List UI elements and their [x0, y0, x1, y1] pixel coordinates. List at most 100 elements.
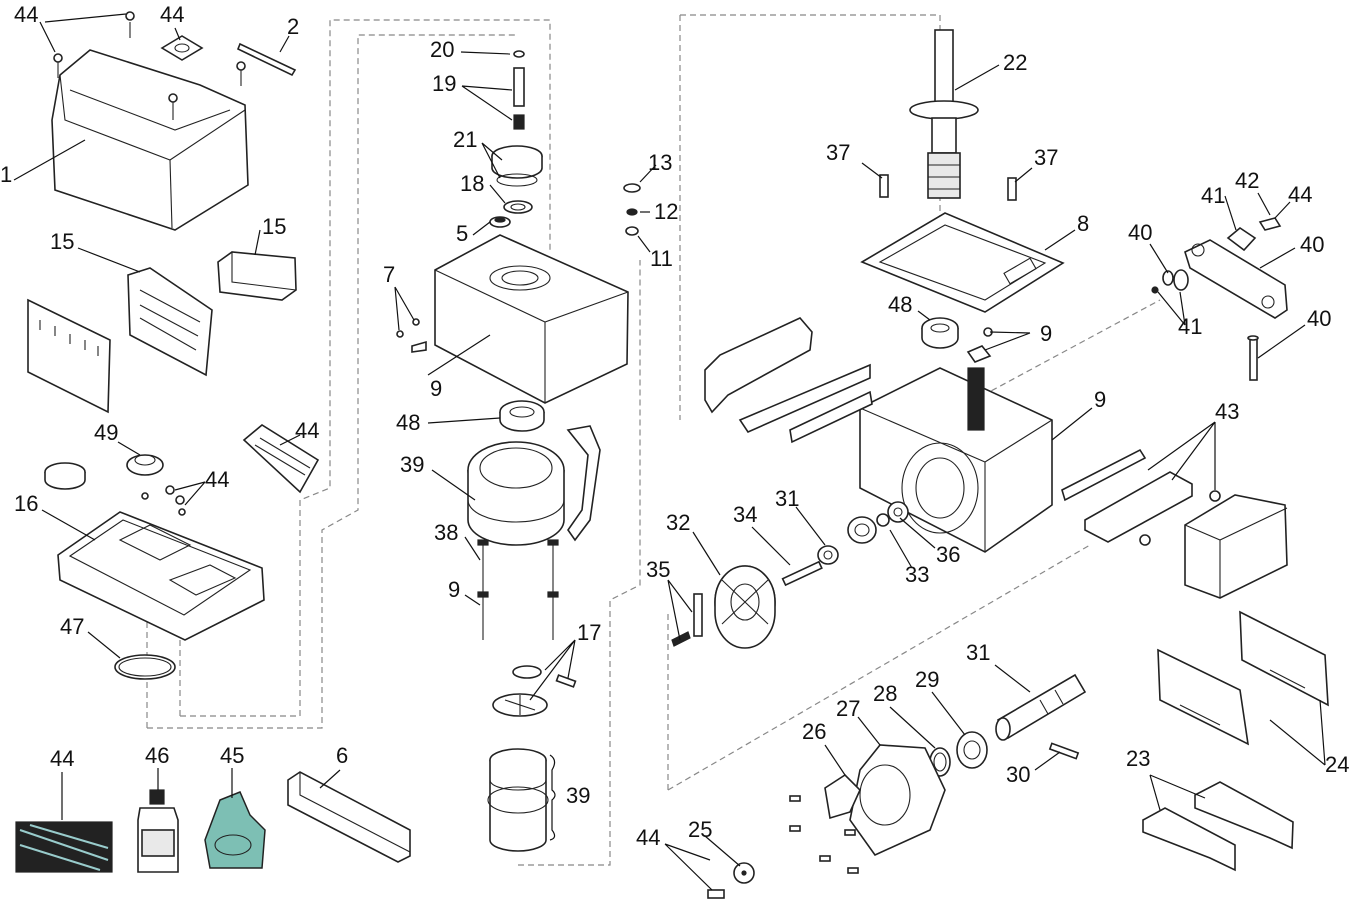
- callout-9: 9: [448, 577, 460, 602]
- callout-46: 46: [145, 743, 169, 768]
- screws-44: [53, 11, 246, 120]
- callout-27: 27: [836, 696, 860, 721]
- callout-30: 30: [1006, 762, 1030, 787]
- washer-31: [817, 545, 839, 565]
- callout-32: 32: [666, 510, 690, 535]
- gear-32: [714, 565, 776, 649]
- callout-29: 29: [915, 667, 939, 692]
- grease-pad-44: [15, 821, 113, 873]
- callout-25: 25: [688, 817, 712, 842]
- callout-41: 41: [1201, 183, 1225, 208]
- cover-part-1: [51, 49, 249, 231]
- lever-40: [1184, 239, 1288, 319]
- callout-44: 44: [160, 2, 184, 27]
- callout-38: 38: [434, 520, 458, 545]
- bracket-part-15: [217, 251, 297, 301]
- callout-28: 28: [873, 681, 897, 706]
- pins-37: [879, 174, 1017, 201]
- base-housing-16: [57, 511, 265, 641]
- callout-39: 39: [400, 452, 424, 477]
- strip-part-2: [236, 42, 297, 77]
- gearbox-top-9: [434, 234, 629, 404]
- brackets-23: [1142, 781, 1294, 872]
- callout-31: 31: [775, 486, 799, 511]
- callout-31: 31: [966, 640, 990, 665]
- callout-16: 16: [14, 491, 38, 516]
- gearbox-housing-9: [859, 367, 1053, 553]
- plates-24: [1157, 610, 1329, 746]
- callout-9: 9: [430, 376, 442, 401]
- callout-36: 36: [936, 542, 960, 567]
- output-shaft-22: [909, 29, 979, 199]
- callout-44: 44: [50, 746, 74, 771]
- cover-block: [1184, 494, 1288, 599]
- callout-22: 22: [1003, 50, 1027, 75]
- callout-23: 23: [1126, 746, 1150, 771]
- gland-plate-44: [160, 35, 204, 61]
- callout-37: 37: [1034, 145, 1058, 170]
- callout-44: 44: [295, 418, 319, 443]
- bearing-18: [503, 200, 533, 214]
- callout-44: 44: [205, 467, 229, 492]
- small-screws-44: [141, 485, 186, 516]
- callout-20: 20: [430, 37, 454, 62]
- leader-lines: [13, 13, 1326, 891]
- screws-7: [396, 318, 427, 353]
- callout-39: 39: [566, 783, 590, 808]
- callout-5: 5: [456, 221, 468, 246]
- bag-45: [204, 791, 266, 869]
- callout-42: 42: [1235, 168, 1259, 193]
- callout-26: 26: [802, 719, 826, 744]
- callout-9: 9: [1040, 321, 1052, 346]
- callout-15: 15: [262, 214, 286, 239]
- bearing-48-center: [499, 400, 545, 432]
- callout-12: 12: [654, 199, 678, 224]
- oil-bottle-46: [137, 789, 179, 873]
- callout-17: 17: [577, 620, 601, 645]
- callout-44: 44: [1288, 182, 1312, 207]
- callout-9: 9: [1094, 387, 1106, 412]
- callout-44: 44: [14, 2, 38, 27]
- callout-40: 40: [1128, 220, 1152, 245]
- callout-35: 35: [646, 557, 670, 582]
- callout-40: 40: [1307, 306, 1331, 331]
- callout-8: 8: [1077, 211, 1089, 236]
- callout-41: 41: [1178, 314, 1202, 339]
- callout-13: 13: [648, 150, 672, 175]
- bearing-29: [956, 731, 988, 769]
- washer-25: [707, 862, 755, 899]
- callout-40: 40: [1300, 232, 1324, 257]
- callout-2: 2: [287, 14, 299, 39]
- callout-45: 45: [220, 743, 244, 768]
- cap-21: [491, 145, 543, 187]
- terminal-panel-49: [27, 298, 111, 414]
- plug-13-12-11: [623, 183, 641, 236]
- callout-44: 44: [636, 825, 660, 850]
- callout-48: 48: [396, 410, 420, 435]
- bearing-33-36: [847, 501, 909, 544]
- control-board-15: [127, 267, 213, 377]
- rail-part-6: [287, 771, 411, 863]
- callout-21: 21: [453, 127, 477, 152]
- callout-34: 34: [733, 502, 757, 527]
- plug-5: [489, 216, 511, 228]
- callout-24: 24: [1325, 752, 1349, 777]
- callout-7: 7: [383, 262, 395, 287]
- plug-cap: [44, 462, 86, 490]
- cap-49: [126, 454, 164, 476]
- pin-34: [781, 560, 823, 587]
- callout-43: 43: [1215, 399, 1239, 424]
- pin-40: [1247, 335, 1259, 381]
- callout-11: 11: [650, 246, 673, 271]
- brackets-43: [1061, 448, 1221, 546]
- callout-1: 1: [0, 162, 12, 187]
- rotor-39: [487, 748, 556, 852]
- studs-38-9: [477, 539, 559, 640]
- motor-39: [467, 425, 601, 546]
- gasket-8: [860, 212, 1065, 313]
- connector-block-44: [242, 424, 320, 494]
- bearing-48-right: [921, 317, 959, 349]
- callout-33: 33: [905, 562, 929, 587]
- coupling-17: [492, 665, 577, 717]
